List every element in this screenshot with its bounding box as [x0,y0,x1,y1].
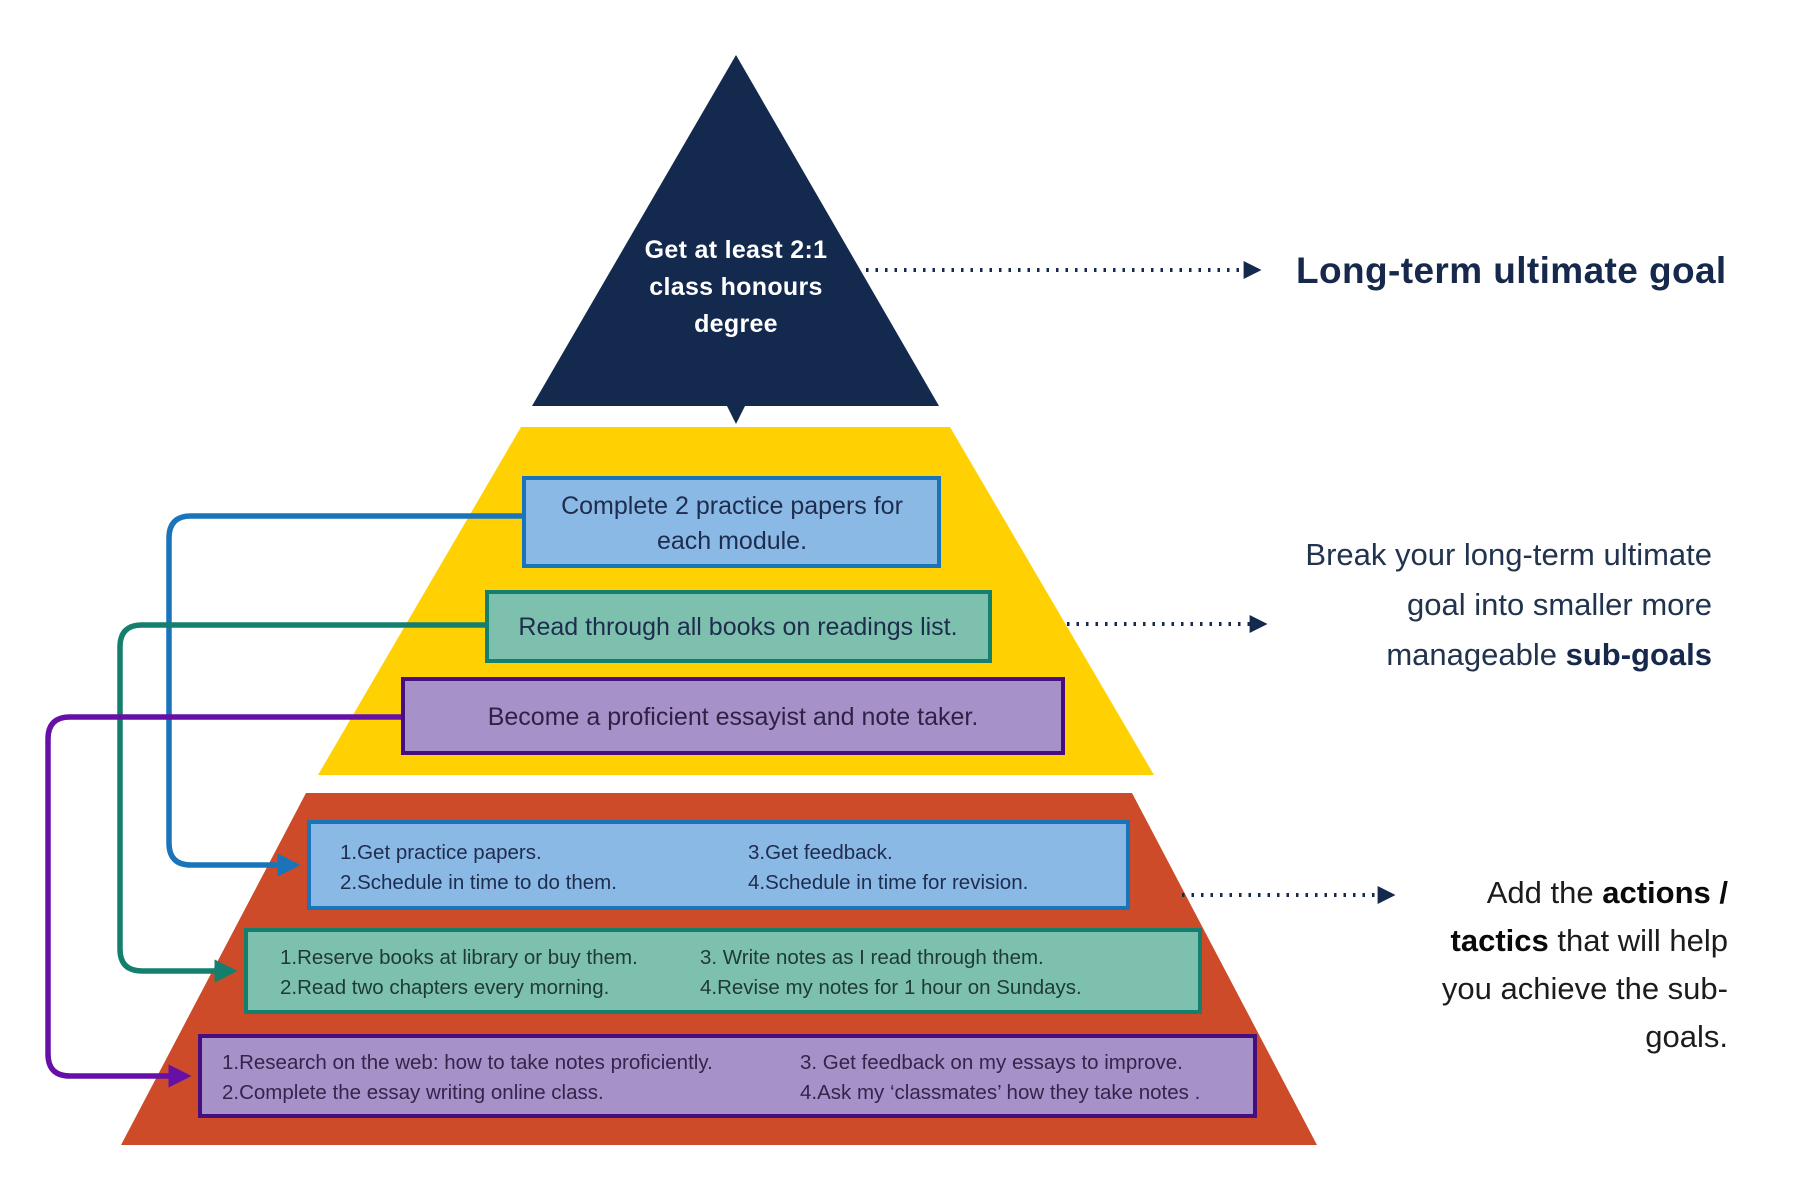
actions-essay-col1-line2: 2.Complete the essay writing online clas… [222,1081,604,1104]
subgoal-annotation-bold: sub-goals [1566,637,1712,672]
triangle-goal-text-line-1: Get at least 2:1 [645,236,828,264]
actions-reading-col2-line2: 4.Revise my notes for 1 hour on Sundays. [700,976,1082,999]
actions-annotation-line-1: Add the actions / [1487,875,1729,910]
subgoal-annotation-line-2: goal into smaller more [1407,587,1712,622]
long-term-goal-label: Long-term ultimate goal [1296,250,1727,291]
triangle-goal-text-line-3: degree [694,310,778,338]
connector-blue [166,513,524,877]
actions-essay-col1-line1: 1.Research on the web: how to take notes… [222,1051,713,1074]
subgoal-practice-line-2: each module. [657,527,807,555]
actions-annotation-l2-bold: tactics [1451,923,1549,958]
actions-practice-col1-line2: 2.Schedule in time to do them. [340,871,617,894]
actions-box-reading [244,928,1202,1014]
subgoal-annotation-line-3: manageable sub-goals [1386,637,1712,672]
actions-practice-col2-line2: 4.Schedule in time for revision. [748,871,1028,894]
connector-purple [45,714,403,1088]
actions-annotation-l2-regular: that will help [1549,923,1728,958]
actions-essay-col2-line2: 4.Ask my ‘classmates’ how they take note… [800,1081,1200,1104]
subgoal-annotation-line-1: Break your long-term ultimate [1305,537,1712,572]
subgoal-essay-line: Become a proficient essayist and note ta… [488,703,979,731]
actions-annotation-line-2: tactics that will help [1451,923,1728,958]
actions-practice-col2-line1: 3.Get feedback. [748,841,893,864]
actions-box-essay [198,1034,1257,1118]
triangle-goal-text-line-2: class honours [649,273,822,301]
actions-annotation-line-4: goals. [1645,1019,1728,1054]
subgoal-box-practice [522,476,941,568]
actions-practice-col1-line1: 1.Get practice papers. [340,841,542,864]
actions-reading-col2-line1: 3. Write notes as I read through them. [700,946,1044,969]
actions-essay-col2-line1: 3. Get feedback on my essays to improve. [800,1051,1183,1074]
subgoal-reading-line: Read through all books on readings list. [518,613,957,641]
subgoal-practice-line-1: Complete 2 practice papers for [561,492,903,520]
actions-annotation-l1-regular: Add the [1487,875,1602,910]
subgoal-box-reading [485,590,992,663]
actions-reading-col1-line1: 1.Reserve books at library or buy them. [280,946,638,969]
actions-annotation-line-3: you achieve the sub- [1442,971,1728,1006]
subgoal-annotation-regular: manageable [1386,637,1565,672]
subgoal-box-essay [401,677,1065,755]
actions-box-practice [307,820,1130,910]
connector-teal [117,622,487,983]
ultimate-goal-triangle [532,55,939,406]
actions-annotation-l1-bold: actions / [1602,875,1728,910]
actions-reading-col1-line2: 2.Read two chapters every morning. [280,976,609,999]
